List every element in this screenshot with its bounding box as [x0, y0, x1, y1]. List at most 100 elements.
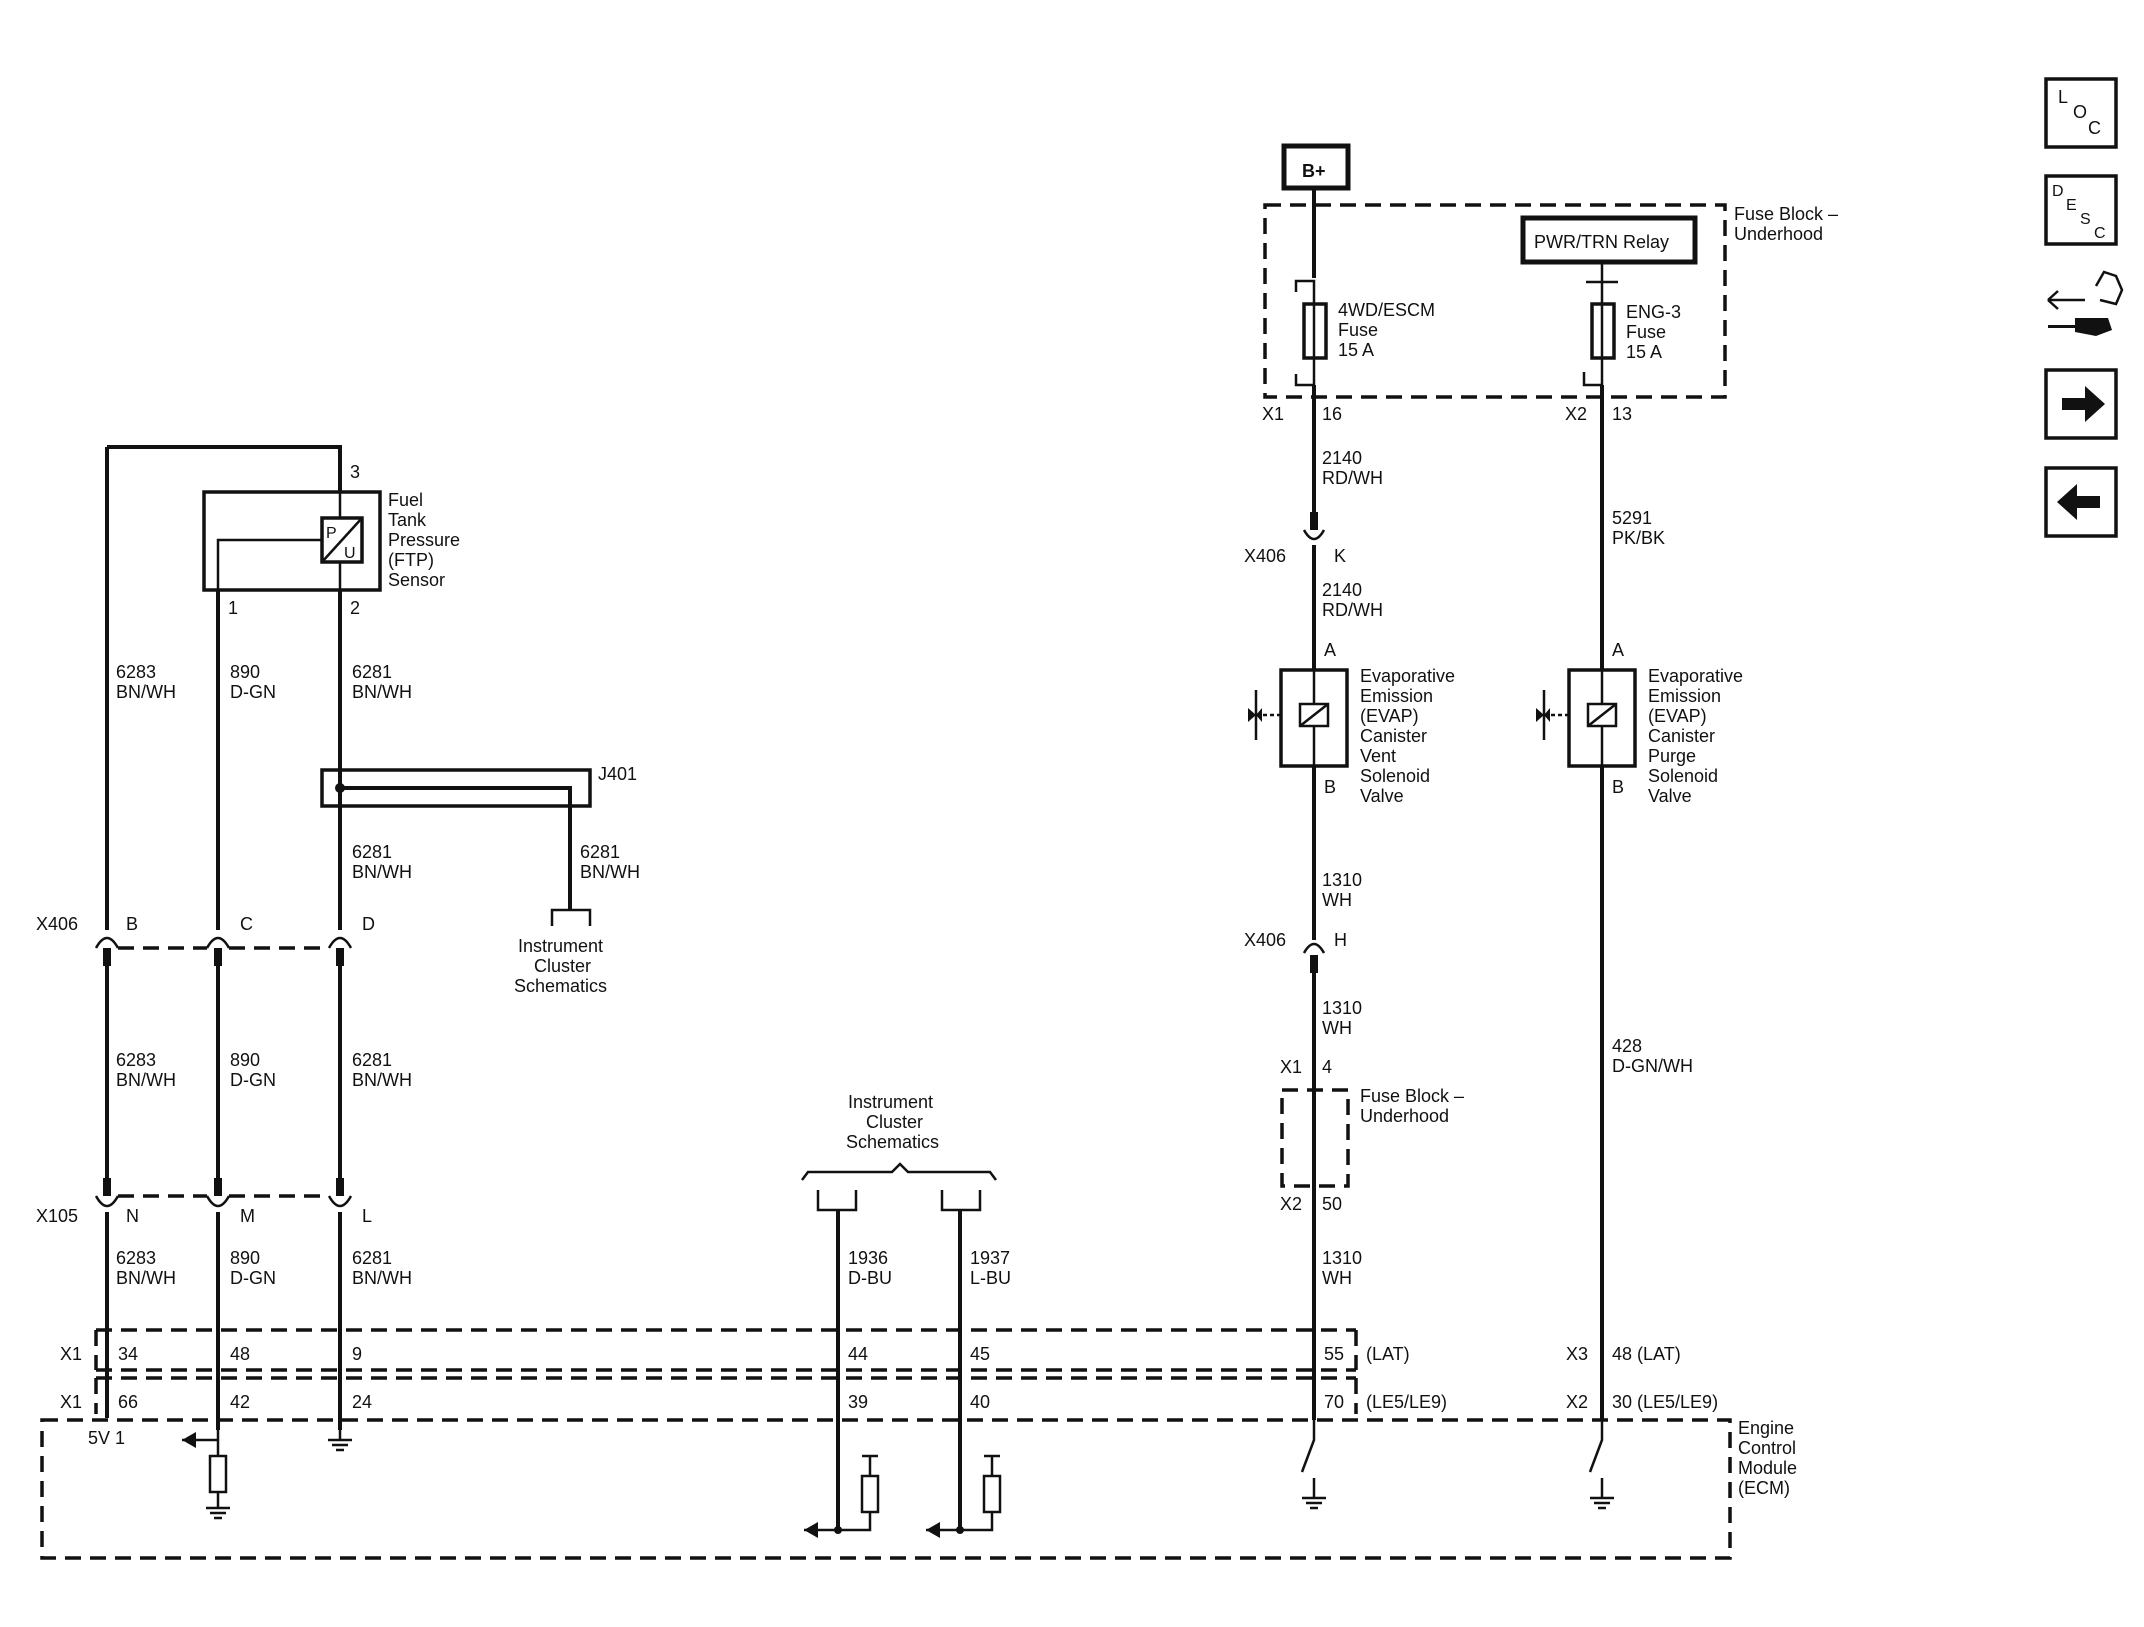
svg-text:WH: WH — [1322, 1268, 1352, 1288]
svg-text:40: 40 — [970, 1392, 990, 1412]
svg-text:A: A — [1324, 640, 1336, 660]
fuse-block-subtitle: Underhood — [1734, 224, 1823, 244]
svg-text:WH: WH — [1322, 1018, 1352, 1038]
svg-text:34: 34 — [118, 1344, 138, 1364]
svg-text:2: 2 — [350, 598, 360, 618]
ecm-signal-input-890 — [182, 1430, 230, 1520]
svg-text:Emission: Emission — [1360, 686, 1433, 706]
svg-text:A: A — [1612, 640, 1624, 660]
loc-letter-o: O — [2073, 102, 2087, 122]
svg-text:(FTP): (FTP) — [388, 550, 434, 570]
svg-text:890: 890 — [230, 662, 260, 682]
svg-text:L: L — [362, 1206, 372, 1226]
loc-letter-l: L — [2058, 87, 2068, 107]
svg-text:890: 890 — [230, 1248, 260, 1268]
svg-text:Cluster: Cluster — [534, 956, 591, 976]
svg-text:X1: X1 — [1280, 1057, 1302, 1077]
forward-arrow-button[interactable] — [2044, 368, 2118, 440]
svg-text:X2: X2 — [1566, 1392, 1588, 1412]
fuse-block-underhood — [1263, 203, 1727, 399]
svg-text:6281: 6281 — [352, 662, 392, 682]
svg-text:U: U — [344, 545, 356, 562]
ecm-5v-reference: 5V 1 — [88, 1428, 125, 1448]
evap-vent-solenoid: Evaporative Emission (EVAP) Canister Ven… — [1248, 666, 1455, 806]
svg-text:BN/WH: BN/WH — [116, 1268, 176, 1288]
desc-letter-s: S — [2080, 211, 2091, 228]
svg-text:J401: J401 — [598, 764, 637, 784]
svg-text:428: 428 — [1612, 1036, 1642, 1056]
svg-text:D-GN: D-GN — [230, 682, 276, 702]
svg-text:4WD/ESCM: 4WD/ESCM — [1338, 300, 1435, 320]
svg-text:X406: X406 — [1244, 930, 1286, 950]
svg-text:(EVAP): (EVAP) — [1648, 706, 1707, 726]
svg-text:P: P — [326, 525, 337, 542]
svg-text:C: C — [240, 914, 253, 934]
svg-text:X1: X1 — [60, 1344, 82, 1364]
ecm-input-1937 — [926, 1454, 1002, 1538]
fuse-4wd-escm: 4WD/ESCM Fuse 15 A — [1294, 188, 1435, 387]
svg-text:13: 13 — [1612, 404, 1632, 424]
svg-text:X1: X1 — [1262, 404, 1284, 424]
svg-text:Vent: Vent — [1360, 746, 1396, 766]
svg-text:Fuse Block –: Fuse Block – — [1360, 1086, 1464, 1106]
svg-text:X1: X1 — [60, 1392, 82, 1412]
svg-text:Emission: Emission — [1648, 686, 1721, 706]
svg-text:Valve: Valve — [1360, 786, 1404, 806]
svg-text:B: B — [1324, 777, 1336, 797]
svg-text:Schematics: Schematics — [846, 1132, 939, 1152]
svg-text:(LE5/LE9): (LE5/LE9) — [1366, 1392, 1447, 1412]
svg-text:66: 66 — [118, 1392, 138, 1412]
svg-text:1310: 1310 — [1322, 998, 1362, 1018]
svg-text:Sensor: Sensor — [388, 570, 445, 590]
connector-icon[interactable] — [2047, 270, 2124, 336]
svg-text:(LAT): (LAT) — [1366, 1344, 1410, 1364]
forward-arrow-icon — [2062, 386, 2105, 422]
svg-text:WH: WH — [1322, 890, 1352, 910]
svg-text:1: 1 — [228, 598, 238, 618]
svg-text:X3: X3 — [1566, 1344, 1588, 1364]
svg-text:4: 4 — [1322, 1057, 1332, 1077]
ecm-label: Engine Control Module (ECM) — [1738, 1418, 1797, 1498]
svg-text:D-GN: D-GN — [230, 1070, 276, 1090]
svg-text:Valve: Valve — [1648, 786, 1692, 806]
svg-text:BN/WH: BN/WH — [352, 1070, 412, 1090]
svg-text:55: 55 — [1324, 1344, 1344, 1364]
ecm-input-1936 — [804, 1454, 880, 1538]
fuse-block-title: Fuse Block – — [1734, 204, 1838, 224]
svg-text:BN/WH: BN/WH — [352, 682, 412, 702]
svg-text:50: 50 — [1322, 1194, 1342, 1214]
svg-text:(EVAP): (EVAP) — [1360, 706, 1419, 726]
fuse-eng-3: ENG-3 Fuse 15 A — [1582, 262, 1681, 387]
ecm-connector-row-1: X1 34 48 9 44 45 55 (LAT) X3 48 (LAT) — [60, 1328, 1681, 1372]
desc-button[interactable]: D E S C — [2044, 174, 2118, 246]
svg-text:6281: 6281 — [352, 1050, 392, 1070]
svg-text:Solenoid: Solenoid — [1360, 766, 1430, 786]
svg-text:Cluster: Cluster — [866, 1112, 923, 1132]
wire-sensor-loop — [107, 445, 342, 492]
svg-text:X406: X406 — [1244, 546, 1286, 566]
svg-text:BN/WH: BN/WH — [352, 862, 412, 882]
svg-text:B: B — [1612, 777, 1624, 797]
svg-text:B+: B+ — [1302, 161, 1326, 181]
svg-text:Fuse: Fuse — [1626, 322, 1666, 342]
x406-connector-left: X406 B C D — [36, 914, 375, 966]
engine-control-module — [40, 1418, 1732, 1560]
back-arrow-button[interactable] — [2044, 466, 2118, 538]
svg-text:3: 3 — [350, 462, 360, 482]
svg-text:X2: X2 — [1280, 1194, 1302, 1214]
svg-text:PK/BK: PK/BK — [1612, 528, 1665, 548]
j401-splice-pack: J401 — [320, 764, 637, 910]
svg-text:2140: 2140 — [1322, 448, 1362, 468]
svg-text:BN/WH: BN/WH — [116, 682, 176, 702]
loc-button[interactable]: L O C — [2044, 77, 2118, 149]
svg-text:Engine: Engine — [1738, 1418, 1794, 1438]
svg-text:39: 39 — [848, 1392, 868, 1412]
svg-text:48 (LAT): 48 (LAT) — [1612, 1344, 1681, 1364]
svg-text:ENG-3: ENG-3 — [1626, 302, 1681, 322]
svg-text:45: 45 — [970, 1344, 990, 1364]
svg-text:Fuse: Fuse — [1338, 320, 1378, 340]
svg-text:6283: 6283 — [116, 662, 156, 682]
svg-text:RD/WH: RD/WH — [1322, 600, 1383, 620]
svg-text:42: 42 — [230, 1392, 250, 1412]
svg-text:Evaporative: Evaporative — [1360, 666, 1455, 686]
